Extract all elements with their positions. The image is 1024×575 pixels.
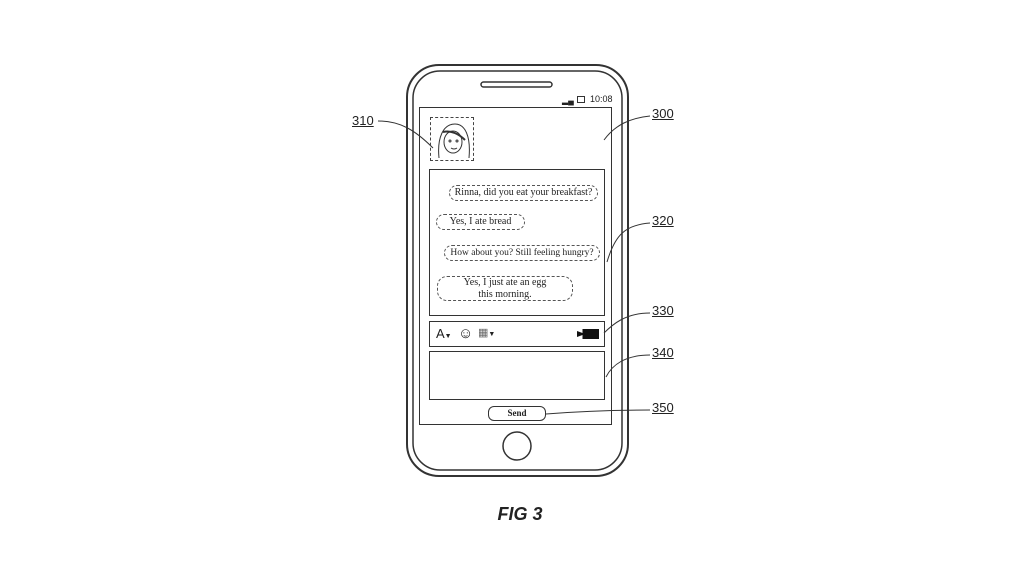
signal-icon: ▂▄ <box>562 96 574 105</box>
image-icon[interactable]: ▦▼ <box>478 327 496 339</box>
font-button[interactable]: A▼ <box>436 326 452 341</box>
chat-message: Rinna, did you eat your breakfast? <box>449 185 598 201</box>
toolbar: A▼ ☺ ▦▼ <box>429 321 605 347</box>
status-time: 10:08 <box>590 94 613 104</box>
chat-message: How about you? Still feeling hungry? <box>444 245 600 261</box>
emoji-icon[interactable]: ☺ <box>458 325 474 342</box>
ref-320: 320 <box>652 213 674 228</box>
battery-icon <box>577 96 585 103</box>
ref-330: 330 <box>652 303 674 318</box>
ref-340: 340 <box>652 345 674 360</box>
chat-area[interactable]: Rinna, did you eat your breakfast? Yes, … <box>429 169 605 316</box>
figure-caption: FIG 3 <box>497 504 543 524</box>
status-bar: ▂▄ 10:08 <box>560 94 616 106</box>
chat-message: Yes, I ate bread <box>436 214 525 230</box>
send-button[interactable]: Send <box>488 406 546 421</box>
avatar[interactable] <box>430 117 474 161</box>
avatar-face-icon <box>438 123 470 159</box>
chat-message: Yes, I just ate an egg this morning. <box>437 276 573 301</box>
ref-350: 350 <box>652 400 674 415</box>
ref-310: 310 <box>352 113 374 128</box>
video-camera-icon[interactable] <box>577 329 599 339</box>
message-input[interactable] <box>429 351 605 400</box>
ref-300: 300 <box>652 106 674 121</box>
screen <box>419 107 612 425</box>
